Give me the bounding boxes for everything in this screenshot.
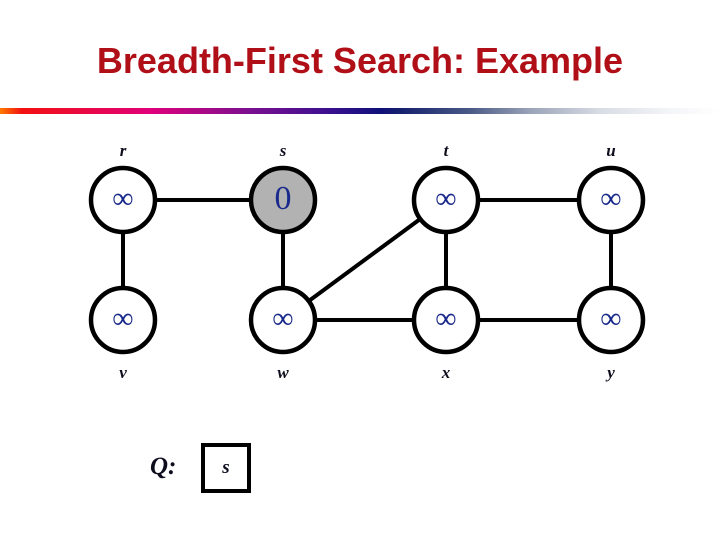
graph-node-s[interactable] [248, 165, 318, 235]
node-label-s: s [279, 141, 287, 160]
node-label-y: y [607, 363, 615, 382]
queue-label: Q: [150, 453, 177, 480]
title-divider-rule [0, 108, 720, 114]
graph-node-r[interactable] [88, 165, 158, 235]
node-label-v: v [119, 363, 127, 382]
graph-edge-layer [121, 198, 613, 322]
graph-node-x[interactable] [411, 285, 481, 355]
graph-node-u[interactable] [576, 165, 646, 235]
page-title: Breadth-First Search: Example [96, 40, 624, 81]
queue-cell-text: s [222, 457, 230, 478]
node-label-w: w [277, 363, 289, 382]
node-label-u: u [606, 141, 616, 160]
graph-node-y[interactable] [576, 285, 646, 355]
graph-node-t[interactable] [411, 165, 481, 235]
node-label-r: r [119, 141, 127, 160]
node-label-x: x [441, 363, 451, 382]
node-label-t: t [443, 141, 449, 160]
graph-node-v[interactable] [88, 285, 158, 355]
graph-node-layer [88, 165, 646, 355]
queue-cell[interactable]: s [201, 443, 251, 493]
graph-node-w[interactable] [248, 285, 318, 355]
